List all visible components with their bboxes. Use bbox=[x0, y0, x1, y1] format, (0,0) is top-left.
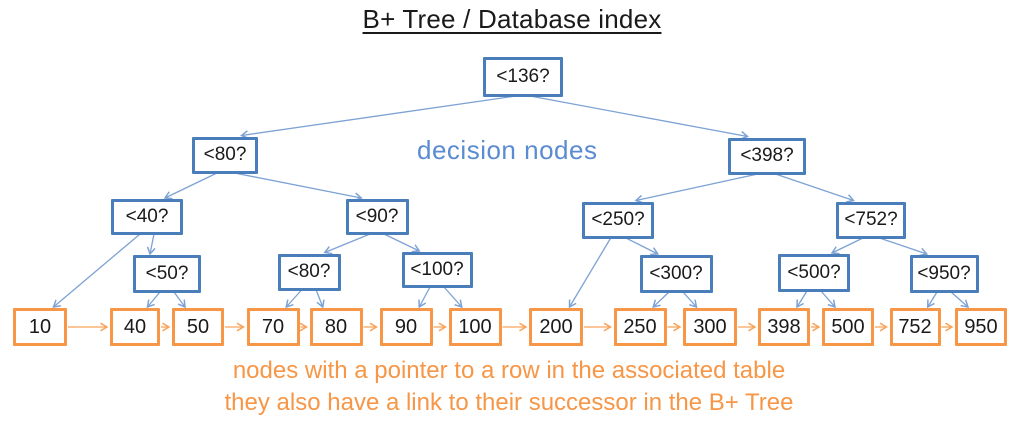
decision-nodes-label: decision nodes bbox=[417, 135, 598, 165]
leaf-node-v40: 40 bbox=[110, 308, 160, 346]
leaf-node-v200: 200 bbox=[529, 308, 583, 346]
page-title: B+ Tree / Database index bbox=[362, 4, 662, 34]
decision-node-q752: <752? bbox=[836, 201, 906, 239]
leaf-node-v80: 80 bbox=[309, 308, 363, 346]
decision-node-q950: <950? bbox=[909, 255, 979, 293]
decision-node-q100: <100? bbox=[401, 252, 473, 288]
leaf-node-v90: 90 bbox=[379, 308, 433, 346]
decision-node-q398: <398? bbox=[728, 137, 806, 175]
decision-node-q50: <50? bbox=[133, 255, 201, 293]
decision-node-q80: <80? bbox=[192, 136, 258, 174]
leaf-node-v398: 398 bbox=[758, 308, 810, 346]
leaf-node-v50: 50 bbox=[172, 308, 224, 346]
decision-node-q80b: <80? bbox=[277, 253, 341, 291]
caption-line-1: nodes with a pointer to a row in the ass… bbox=[232, 357, 786, 384]
leaf-node-v100: 100 bbox=[448, 308, 502, 346]
decision-node-q250: <250? bbox=[582, 201, 654, 239]
leaf-node-v950: 950 bbox=[955, 308, 1007, 346]
leaf-node-v250: 250 bbox=[613, 308, 667, 346]
leaf-node-v70: 70 bbox=[246, 308, 300, 346]
leaf-nodes-caption: nodes with a pointer to a row in the ass… bbox=[0, 355, 1018, 419]
leaf-node-v752: 752 bbox=[889, 308, 941, 346]
decision-node-q136: <136? bbox=[483, 57, 563, 97]
leaf-node-v300: 300 bbox=[683, 308, 737, 346]
caption-line-2: they also have a link to their successor… bbox=[224, 389, 794, 416]
leaf-node-v500: 500 bbox=[822, 308, 874, 346]
leaf-node-v10: 10 bbox=[13, 308, 67, 346]
decision-node-q90: <90? bbox=[345, 199, 409, 235]
decision-node-q300: <300? bbox=[639, 255, 713, 293]
decision-node-q40: <40? bbox=[111, 199, 183, 235]
decision-node-q500: <500? bbox=[778, 254, 850, 292]
